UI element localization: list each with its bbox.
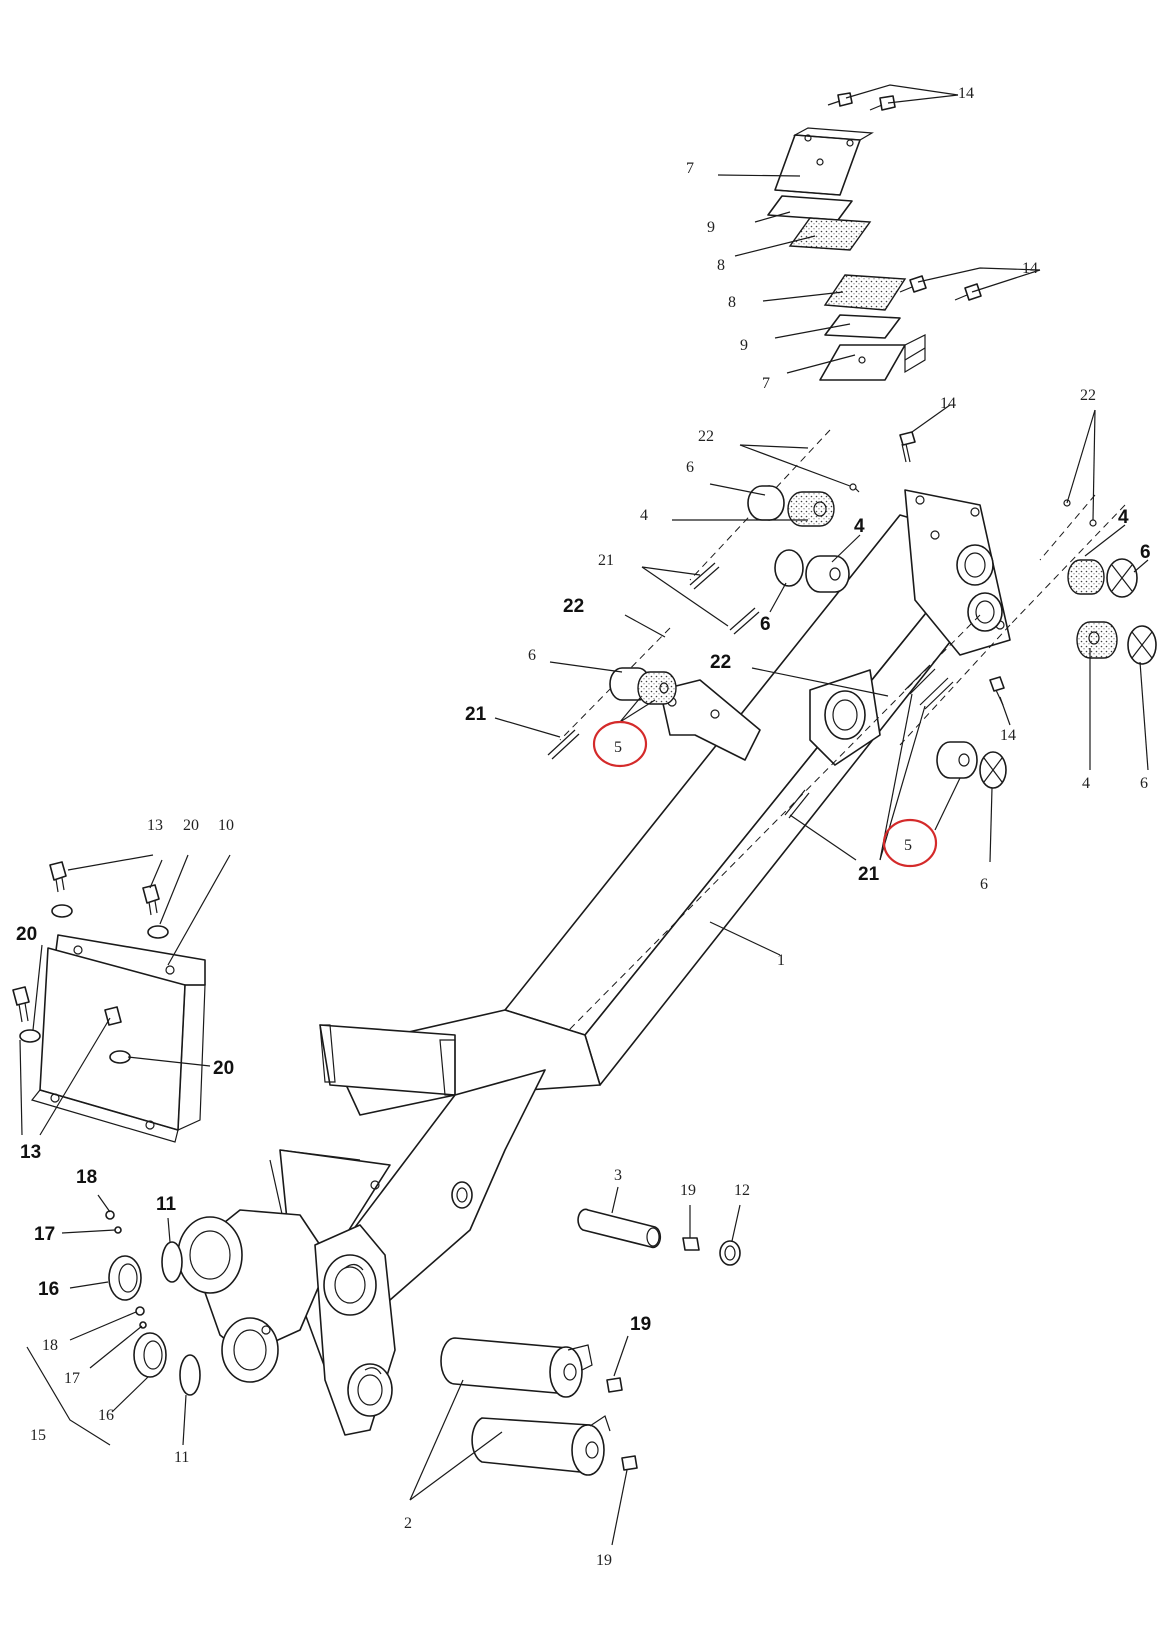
- label-20: 20: [183, 817, 199, 834]
- label-6: 6: [528, 647, 536, 664]
- label-15: 15: [30, 1427, 46, 1444]
- label-16: 16: [98, 1407, 114, 1424]
- guard-plate-group: [12, 861, 206, 1143]
- label-18: 18: [42, 1337, 58, 1354]
- label-19: 19: [680, 1182, 696, 1199]
- bolt-14-upper: [899, 431, 916, 463]
- label-9: 9: [707, 219, 715, 236]
- label-10: 10: [218, 817, 234, 834]
- label-14: 14: [958, 85, 974, 102]
- label-12: 12: [734, 1182, 750, 1199]
- label-22: 22: [710, 652, 731, 673]
- label-6: 6: [760, 614, 771, 635]
- label-4: 4: [854, 516, 865, 537]
- label-11: 11: [174, 1449, 189, 1466]
- label-6: 6: [980, 876, 988, 893]
- label-8: 8: [717, 257, 725, 274]
- label-18: 18: [76, 1167, 97, 1188]
- label-17: 17: [64, 1370, 80, 1387]
- label-6: 6: [1140, 542, 1151, 563]
- label-19: 19: [630, 1314, 651, 1335]
- boom-arm: [177, 489, 1011, 1436]
- label-1: 1: [777, 952, 785, 969]
- label-6: 6: [1140, 775, 1148, 792]
- label-4: 4: [640, 507, 648, 524]
- label-13: 13: [147, 817, 163, 834]
- pivot-nut-group: [26, 1210, 201, 1446]
- label-19: 19: [596, 1552, 612, 1569]
- label-22: 22: [698, 428, 714, 445]
- label-9: 9: [740, 337, 748, 354]
- highlight-circle-right: [882, 818, 938, 868]
- label-7: 7: [686, 160, 694, 177]
- highlight-circle-left: [592, 720, 648, 768]
- label-6: 6: [686, 459, 694, 476]
- upper-roller-group: [689, 429, 860, 635]
- label-5: 5: [904, 837, 912, 854]
- label-20: 20: [16, 924, 37, 945]
- callout-labels: 14 7 9 8 14 8 9 7 22 14 22 6 4 21 4 6 22…: [16, 85, 1151, 1569]
- label-14: 14: [940, 395, 956, 412]
- pin-group: [440, 1208, 741, 1476]
- label-5: 5: [614, 739, 622, 756]
- label-22: 22: [1080, 387, 1096, 404]
- label-13: 13: [20, 1142, 41, 1163]
- label-3: 3: [614, 1167, 622, 1184]
- label-4: 4: [1082, 775, 1090, 792]
- label-17: 17: [34, 1224, 55, 1245]
- label-16: 16: [38, 1279, 59, 1300]
- right-lower-roller-pair: [784, 624, 1011, 819]
- label-2: 2: [404, 1515, 412, 1532]
- label-14: 14: [1022, 260, 1038, 277]
- label-4: 4: [1118, 507, 1129, 528]
- label-21: 21: [598, 552, 614, 569]
- right-end-rollers: [1009, 494, 1157, 665]
- label-22: 22: [563, 596, 584, 617]
- leader-lines: [19, 84, 1149, 1546]
- label-21: 21: [858, 864, 880, 885]
- label-14: 14: [1000, 727, 1016, 744]
- label-11: 11: [156, 1194, 177, 1215]
- label-8: 8: [728, 294, 736, 311]
- label-21: 21: [465, 704, 487, 725]
- upper-wear-pad-group: [767, 92, 982, 381]
- label-20: 20: [213, 1058, 234, 1079]
- left-roller-pair: [547, 627, 677, 760]
- label-7: 7: [762, 375, 770, 392]
